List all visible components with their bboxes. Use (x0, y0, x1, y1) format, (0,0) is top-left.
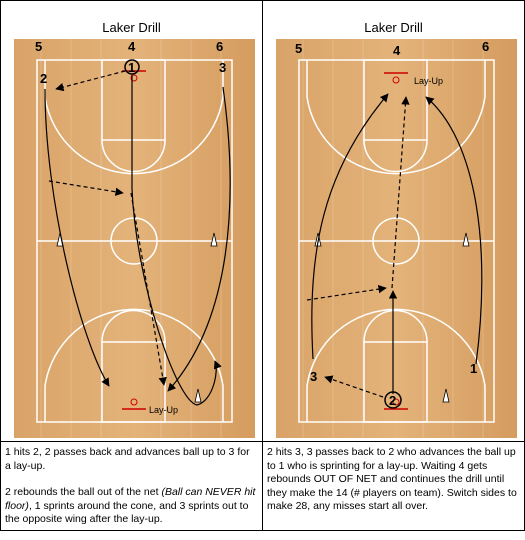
left-title: Laker Drill (102, 20, 161, 35)
court-lines (298, 59, 495, 423)
right-movement-paths (306, 93, 483, 398)
cut-path (44, 88, 110, 387)
player-5-label: 5 (295, 41, 302, 56)
cone-icon (442, 388, 450, 403)
right-panel: Laker Drill (262, 0, 525, 531)
player-6-label: 6 (482, 39, 489, 54)
player-1-label: 1 (128, 60, 135, 75)
sprint-path (131, 188, 198, 406)
sprint-path (196, 360, 222, 406)
cone-icon (210, 232, 218, 247)
player-3-label: 3 (310, 369, 317, 384)
left-desc-paragraph-2: 2 rebounds the ball out of the net (Ball… (5, 486, 258, 527)
left-court-diagram: 5 4 6 2 3 1 Lay-Up (14, 39, 255, 438)
left-description: 1 hits 2, 2 passes back and advances bal… (5, 446, 258, 540)
right-description: 2 hits 3, 3 passes back to 2 who advance… (267, 446, 520, 527)
right-divider (263, 441, 524, 442)
desc-text: , 1 sprints around the cone, and 3 sprin… (5, 499, 249, 526)
player-4-label: 4 (393, 43, 401, 58)
right-title: Laker Drill (364, 20, 423, 35)
left-bottom-basket (122, 398, 146, 410)
pass-arrow (391, 96, 410, 289)
sprint-path (425, 96, 483, 365)
player-6-label: 6 (216, 39, 223, 54)
court-floor (276, 39, 517, 438)
right-bottom-basket (384, 398, 408, 410)
player-2-label: 2 (40, 71, 47, 86)
right-court-diagram: 5 4 6 3 1 2 Lay-Up (276, 39, 517, 438)
layup-label: Lay-Up (149, 405, 178, 415)
cone-icon (194, 388, 202, 403)
layup-label: Lay-Up (414, 76, 443, 86)
left-divider (1, 441, 262, 442)
desc-emphasis: (Ball can NEVER hit floor) (5, 486, 256, 512)
cut-path (311, 93, 389, 360)
left-movement-paths (44, 70, 231, 406)
ball-circle (124, 59, 140, 75)
right-top-basket (384, 72, 408, 84)
pass-arrow (324, 375, 384, 398)
player-3-label: 3 (219, 60, 226, 75)
left-desc-paragraph-1: 1 hits 2, 2 passes back and advances bal… (5, 446, 250, 472)
desc-text: 2 rebounds the ball out of the net (5, 486, 162, 498)
ball-circle (384, 391, 402, 409)
pass-arrow (306, 284, 387, 301)
pass-arrow (48, 180, 124, 196)
player-1-label: 1 (470, 361, 477, 376)
cone-icon (462, 232, 470, 247)
right-desc-paragraph-1: 2 hits 3, 3 passes back to 2 who advance… (267, 446, 517, 512)
player-4-label: 4 (128, 39, 136, 54)
pass-arrow (55, 70, 126, 92)
court-floor (14, 39, 255, 438)
player-2-label: 2 (389, 393, 396, 408)
left-panel: Laker Drill (0, 0, 263, 531)
player-5-label: 5 (35, 39, 42, 54)
pass-arrow (130, 192, 167, 386)
cut-path (167, 86, 231, 392)
